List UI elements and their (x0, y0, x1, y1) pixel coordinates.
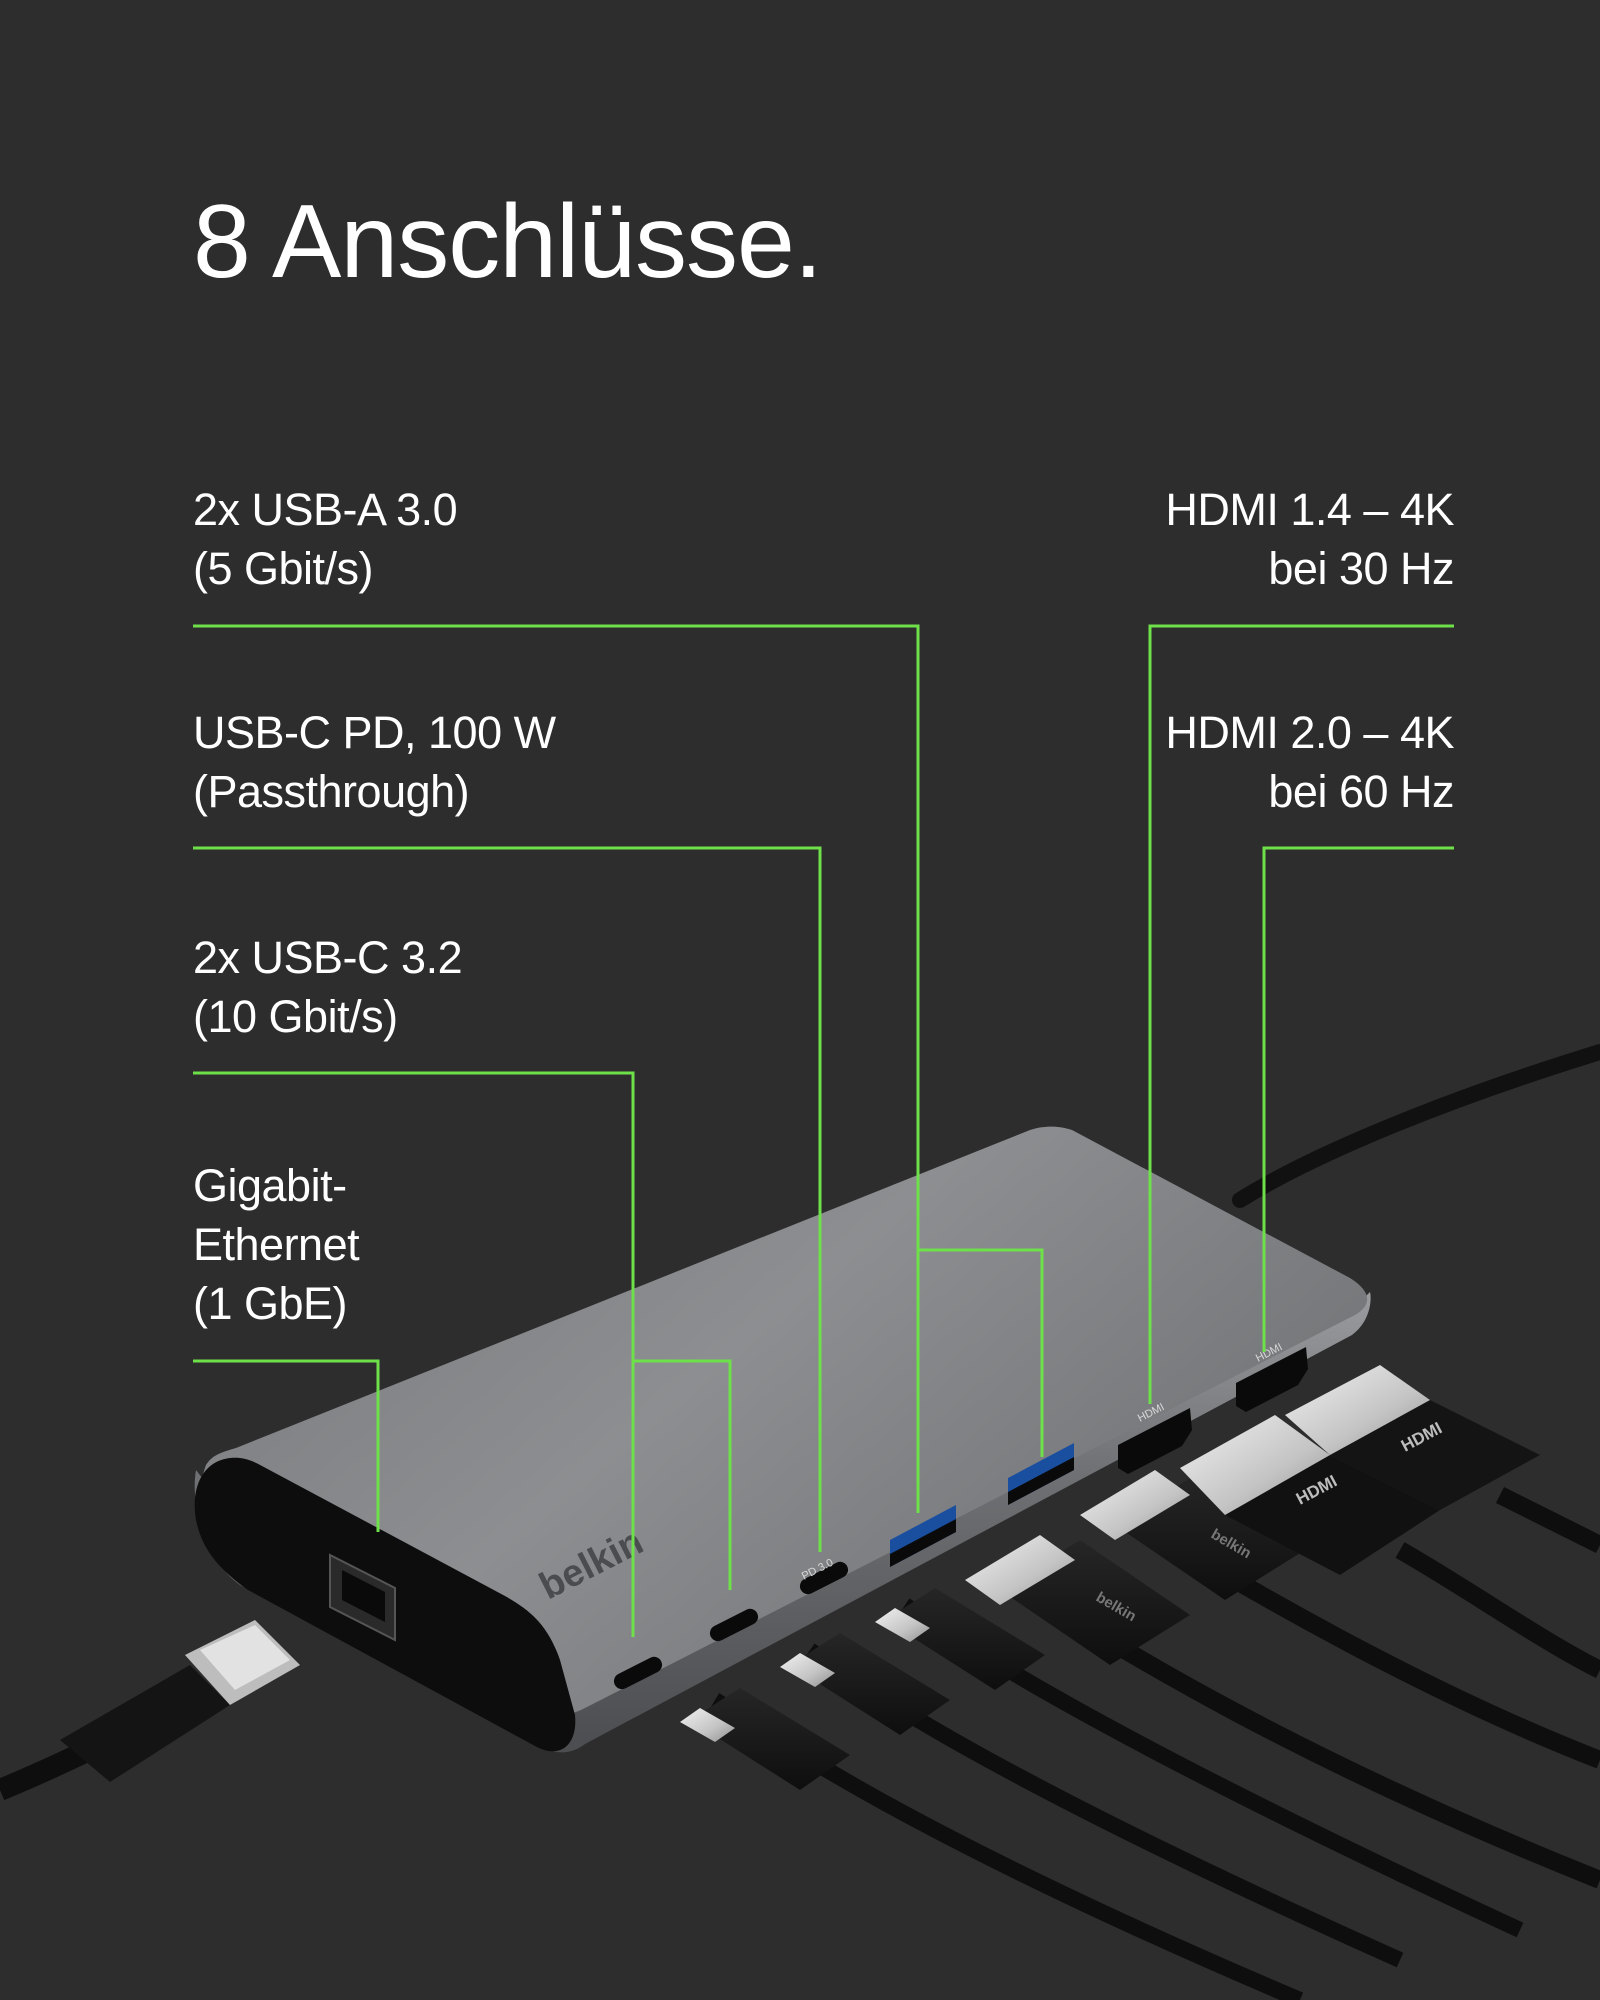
label-hdmi-14: HDMI 1.4 – 4K bei 30 Hz (1165, 480, 1454, 598)
leader-line-usb-a-branch (918, 1248, 1044, 1457)
leader-line-hdmi-14 (1148, 624, 1454, 1404)
dock-top-face (201, 1126, 1368, 1716)
label-usb-a-line1: 2x USB-A 3.0 (193, 484, 458, 535)
usb-a-plugs: belkin belkin (965, 1470, 1600, 1889)
label-ethernet-line1: Gigabit- (193, 1160, 347, 1211)
label-ethernet: Gigabit- Ethernet (1 GbE) (193, 1156, 360, 1333)
front-ports (613, 1347, 1308, 1690)
ethernet-port (329, 1553, 396, 1642)
hdmi-plugs: HDMI HDMI (1180, 1365, 1600, 1679)
leader-line-usb-a (193, 624, 920, 1513)
label-hdmi-20-line2: bei 60 Hz (1268, 766, 1454, 817)
dock-cable (1232, 1044, 1600, 1208)
label-usb-a-line2: (5 Gbit/s) (193, 543, 374, 594)
label-usb-a: 2x USB-A 3.0 (5 Gbit/s) (193, 480, 458, 598)
label-usb-c-pd-line1: USB-C PD, 100 W (193, 707, 556, 758)
usb-c-plugs (680, 1588, 1524, 2000)
label-usb-c-32: 2x USB-C 3.2 (10 Gbit/s) (193, 928, 463, 1046)
label-usb-c-32-line2: (10 Gbit/s) (193, 991, 398, 1042)
label-hdmi-14-line2: bei 30 Hz (1268, 543, 1454, 594)
label-hdmi-20-line1: HDMI 2.0 – 4K (1165, 707, 1454, 758)
leader-line-usb-c-32 (193, 1071, 635, 1637)
ethernet-plug (0, 1620, 300, 1801)
leader-lines (193, 624, 1454, 1637)
leader-line-usb-c-pd (193, 846, 822, 1552)
label-hdmi-14-line1: HDMI 1.4 – 4K (1165, 484, 1454, 535)
leader-line-usb-c-32-branch (633, 1359, 732, 1590)
leader-line-hdmi-20 (1262, 846, 1454, 1352)
leader-line-ethernet (193, 1359, 380, 1532)
label-ethernet-line3: (1 GbE) (193, 1278, 348, 1329)
label-usb-c-32-line1: 2x USB-C 3.2 (193, 932, 463, 983)
label-ethernet-line2: Ethernet (193, 1219, 360, 1270)
label-usb-c-pd-line2: (Passthrough) (193, 766, 470, 817)
page-title: 8 Anschlüsse. (193, 184, 823, 300)
label-hdmi-20: HDMI 2.0 – 4K bei 60 Hz (1165, 703, 1454, 821)
label-usb-c-pd: USB-C PD, 100 W (Passthrough) (193, 703, 556, 821)
